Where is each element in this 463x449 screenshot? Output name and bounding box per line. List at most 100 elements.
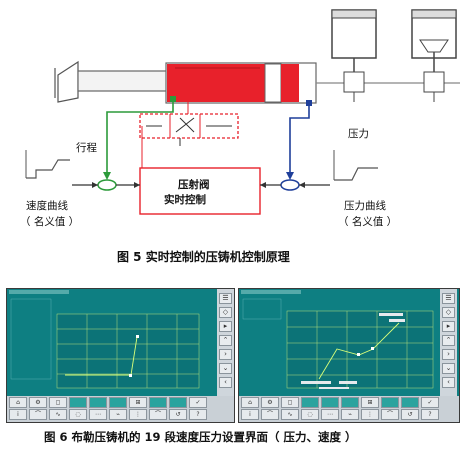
toolbar-button[interactable]: ⌒: [29, 409, 47, 420]
toolbar-button[interactable]: ⌒: [149, 409, 167, 420]
side-button[interactable]: ⌄: [442, 363, 455, 374]
pressure-signal-line: [289, 106, 310, 178]
toolbar-button[interactable]: [109, 397, 127, 408]
valve-label-line1: 压射阀: [178, 179, 210, 191]
toolbar-button[interactable]: ◻: [49, 397, 67, 408]
toolbar-button[interactable]: [301, 397, 319, 408]
speed-input-arrow: [92, 182, 98, 188]
toolbar-button[interactable]: [401, 397, 419, 408]
toolbar-button[interactable]: ?: [189, 409, 207, 420]
toolbar-button[interactable]: ⋮: [361, 409, 379, 420]
side-button[interactable]: ▸: [219, 321, 232, 332]
speed-point: [136, 335, 139, 338]
stroke-signal-line: [106, 102, 174, 178]
stroke-sensor: [170, 96, 176, 102]
toolbar-button[interactable]: ◌: [301, 409, 319, 420]
toolbar-button[interactable]: i: [9, 409, 27, 420]
toolbar-button[interactable]: [381, 397, 399, 408]
toolbar-button[interactable]: [69, 397, 87, 408]
toolbar-button[interactable]: [341, 397, 359, 408]
hmi-bottom-toolbar: ⌂ ⚙ ◻ ⊞ ✓ i ⌒ ∿ ◌ ⋯ ⌁ ⋮ ⌒ ↺ ?: [239, 396, 459, 422]
toolbar-button[interactable]: ⋯: [89, 409, 107, 420]
pressure-summing-junction: [280, 179, 300, 191]
pressure-point: [357, 353, 360, 356]
pressure-label: 压力: [348, 128, 369, 140]
toolbar-button[interactable]: ⌂: [9, 397, 27, 408]
speed-to-controller-arrow: [134, 182, 140, 188]
side-button[interactable]: ☰: [442, 293, 455, 304]
speed-curve-label: 速度曲线: [26, 200, 68, 212]
toolbar-button[interactable]: ⊞: [361, 397, 379, 408]
toolbar-button[interactable]: [149, 397, 167, 408]
side-button[interactable]: ▸: [442, 321, 455, 332]
side-button[interactable]: ‹: [219, 377, 232, 388]
pressure-step-markers: [301, 313, 405, 389]
pressure-input-arrow: [299, 182, 305, 188]
side-button[interactable]: ◇: [219, 307, 232, 318]
speed-settings-plot: [10, 298, 200, 389]
toolbar-button[interactable]: ∿: [281, 409, 299, 420]
pressure-curve-icon: [334, 167, 378, 181]
toolbar-button[interactable]: ↺: [169, 409, 187, 420]
toolbar-button[interactable]: ?: [421, 409, 439, 420]
toolbar-button[interactable]: ✓: [421, 397, 439, 408]
toolbar-button[interactable]: ⌒: [261, 409, 279, 420]
pressure-settings-plot: [242, 298, 434, 389]
hmi-side-buttons: ☰ ◇ ▸ ⌃ › ⌄ ‹: [217, 289, 234, 396]
side-button[interactable]: ⌄: [219, 363, 232, 374]
toolbar-button[interactable]: ⌒: [381, 409, 399, 420]
machine-frame: [57, 60, 79, 103]
hmi-title-bar: [9, 290, 69, 294]
speed-point: [129, 374, 132, 377]
speed-curve-icon: [26, 159, 70, 179]
stroke-label: 行程: [76, 142, 97, 154]
pressure-signal-arrow: [286, 172, 294, 180]
side-button[interactable]: ‹: [442, 377, 455, 388]
pressure-curve-label: 压力曲线: [344, 200, 386, 212]
side-button[interactable]: ⌃: [219, 335, 232, 346]
plot-area: [286, 310, 434, 389]
toolbar-button[interactable]: [169, 397, 187, 408]
valve-1: [343, 71, 365, 93]
toolbar-button[interactable]: ⌁: [109, 409, 127, 420]
toolbar-button[interactable]: [89, 397, 107, 408]
pressure-point: [371, 347, 374, 350]
side-table: [10, 298, 52, 380]
side-button[interactable]: ›: [442, 349, 455, 360]
pressure-sensor: [306, 100, 312, 106]
toolbar-button[interactable]: [321, 397, 339, 408]
toolbar-button[interactable]: ⌂: [241, 397, 259, 408]
toolbar-button[interactable]: ⋮: [129, 409, 147, 420]
hmi-screen-pressure: ☰ ◇ ▸ ⌃ › ⌄ ‹ ⌂ ⚙ ◻ ⊞ ✓ i ⌒ ∿ ◌ ⋯ ⌁ ⋮ ⌒ …: [238, 288, 460, 423]
toolbar-button[interactable]: ◻: [281, 397, 299, 408]
side-button[interactable]: ⌃: [442, 335, 455, 346]
hmi-bottom-toolbar: ⌂ ⚙ ◻ ⊞ ✓ i ⌒ ∿ ◌ ⋯ ⌁ ⋮ ⌒ ↺ ?: [7, 396, 234, 422]
toolbar-button[interactable]: ⚙: [261, 397, 279, 408]
toolbar-button[interactable]: ✓: [189, 397, 207, 408]
toolbar-button[interactable]: ◌: [69, 409, 87, 420]
cylinder-red-chamber-left: [167, 64, 265, 102]
toolbar-button[interactable]: ⊞: [129, 397, 147, 408]
hmi-screen-speed: ☰ ◇ ▸ ⌃ › ⌄ ‹ ⌂ ⚙ ◻ ⊞ ✓ i ⌒ ∿ ◌ ⋯ ⌁ ⋮ ⌒ …: [6, 288, 235, 423]
speed-nominal-label: （ 名义值 ）: [20, 216, 80, 228]
pressure-nominal-label: （ 名义值 ）: [338, 216, 398, 228]
toolbar-button[interactable]: ↺: [401, 409, 419, 420]
valve-label-line2: 实时控制: [164, 194, 206, 206]
valve-2: [423, 71, 445, 93]
pressure-to-controller-arrow: [260, 182, 266, 188]
figure6-caption: 图 6 布勒压铸机的 19 段速度压力设置界面（ 压力、速度 ）: [44, 430, 357, 444]
injection-valve-arrows: [146, 117, 232, 133]
toolbar-button[interactable]: ⚙: [29, 397, 47, 408]
cylinder-piston: [264, 63, 282, 103]
side-button[interactable]: ◇: [442, 307, 455, 318]
stroke-signal-arrow: [103, 172, 111, 180]
side-button[interactable]: ›: [219, 349, 232, 360]
accumulator-1-cap: [331, 9, 377, 19]
side-button[interactable]: ☰: [219, 293, 232, 304]
accumulator-2-neck: [419, 39, 449, 53]
toolbar-button[interactable]: ⋯: [321, 409, 339, 420]
toolbar-button[interactable]: ⌁: [341, 409, 359, 420]
toolbar-button[interactable]: i: [241, 409, 259, 420]
toolbar-button[interactable]: ∿: [49, 409, 67, 420]
